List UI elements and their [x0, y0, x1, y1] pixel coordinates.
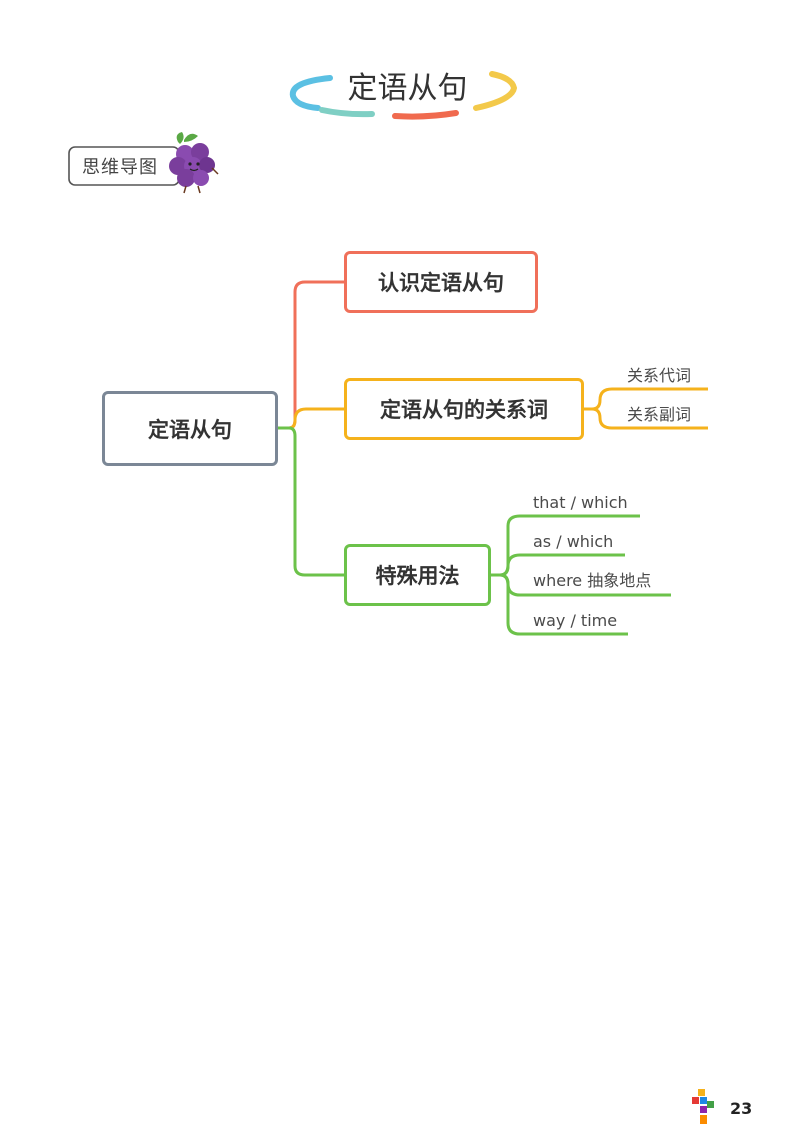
title-arc-left [289, 75, 333, 111]
connector-root-green [277, 426, 344, 577]
mindmap-connectors [277, 280, 708, 636]
branch-node-relatives: 定语从句的关系词 [344, 378, 584, 440]
root-node: 定语从句 [102, 391, 278, 466]
leaf-as-which: as / which [533, 532, 614, 551]
branch-node-special-label: 特殊用法 [375, 564, 460, 588]
page-number: 23 [730, 1099, 753, 1118]
title-arc-right [473, 71, 518, 111]
branch-node-relatives-label: 定语从句的关系词 [380, 398, 548, 422]
branch-node-recognize-label: 认识定语从句 [378, 271, 504, 295]
leaf-relative-adverb: 关系副词 [627, 405, 692, 424]
leaf-way-time: way / time [533, 611, 618, 630]
connector-yellow-2 [584, 407, 708, 430]
page-title: 定语从句 [347, 71, 468, 106]
badge-label: 思维导图 [82, 157, 158, 178]
connector-root-yellow [277, 407, 344, 430]
leaf-relative-pronoun: 关系代词 [627, 366, 692, 385]
branch-node-special: 特殊用法 [344, 544, 491, 606]
grape-icon [169, 132, 219, 194]
title-arc-bottom-red [392, 110, 459, 120]
title-frame [289, 71, 518, 120]
root-node-label: 定语从句 [148, 417, 232, 442]
connector-root-red [277, 280, 344, 430]
leaf-where-abstract: where 抽象地点 [533, 571, 652, 590]
connector-green-4 [490, 573, 628, 636]
branch-node-recognize: 认识定语从句 [344, 251, 538, 313]
title-arc-bottom-teal [319, 107, 375, 118]
leaf-that-which: that / which [533, 493, 628, 512]
logo-icon [692, 1089, 714, 1124]
